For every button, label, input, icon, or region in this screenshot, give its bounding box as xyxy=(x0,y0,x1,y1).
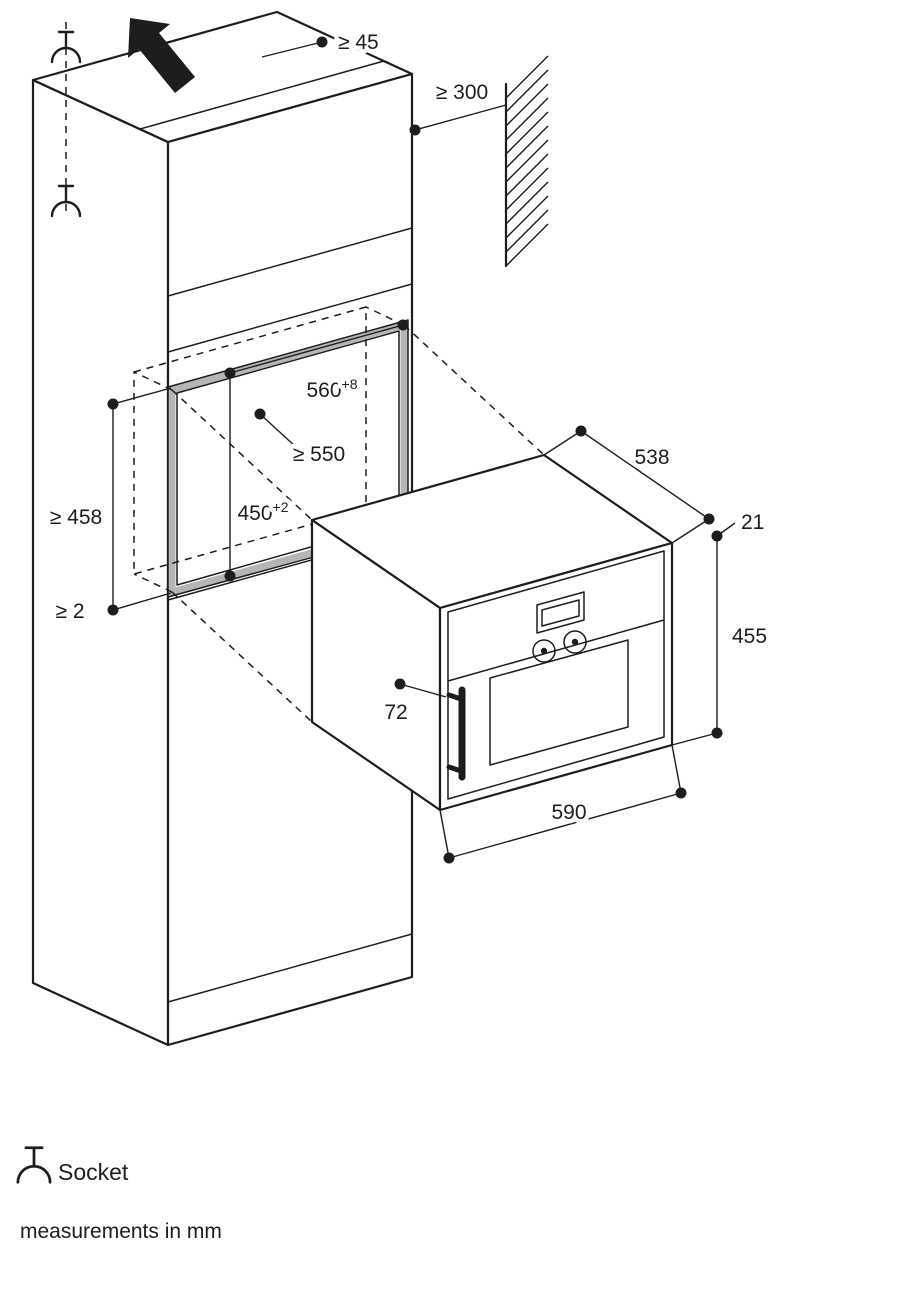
oven-door-handle xyxy=(446,686,466,781)
oven-door-outline xyxy=(447,550,665,800)
svg-text:≥ 550: ≥ 550 xyxy=(293,443,345,466)
oven-knob-right xyxy=(563,630,587,654)
up-arrow-icon xyxy=(128,18,195,93)
legend: Socket measurements in mm xyxy=(16,1146,222,1243)
tall-cabinet xyxy=(31,10,414,1047)
oven-door-window xyxy=(489,639,629,766)
dimensions: ≥ 45 ≥ 300 560+8 ≥ 550 450+2 xyxy=(45,27,772,864)
dim-wall-clearance: ≥ 300 xyxy=(409,77,507,136)
dim-niche-depth: ≥ 550 xyxy=(254,408,350,471)
socket-icon xyxy=(16,1146,52,1184)
svg-text:72: 72 xyxy=(384,701,407,724)
dim-top-clearance: ≥ 45 xyxy=(261,27,383,59)
cabinet-plinth-line xyxy=(167,933,413,1003)
units-note: measurements in mm xyxy=(20,1220,222,1243)
svg-text:455: 455 xyxy=(732,625,767,648)
oven xyxy=(310,453,674,812)
dim-appliance-height: 455 xyxy=(671,536,772,746)
cabinet-vent-slot xyxy=(139,60,413,143)
svg-text:≥ 458: ≥ 458 xyxy=(50,506,102,529)
dim-handle-clearance: 72 xyxy=(380,678,447,729)
dim-front-overhang: 21 xyxy=(711,507,769,542)
svg-text:538: 538 xyxy=(634,446,669,469)
svg-text:≥ 45: ≥ 45 xyxy=(338,31,379,54)
socket-icon xyxy=(50,30,82,64)
oven-knob-left xyxy=(532,639,556,663)
svg-text:≥ 2: ≥ 2 xyxy=(55,600,84,623)
dim-left-height: ≥ 458 xyxy=(45,387,172,616)
svg-text:590: 590 xyxy=(551,801,586,824)
wall-section xyxy=(504,55,549,268)
oven-display xyxy=(536,591,585,634)
socket-position-markers xyxy=(50,22,82,218)
svg-text:≥ 300: ≥ 300 xyxy=(436,81,488,104)
socket-legend-label: Socket xyxy=(58,1159,129,1185)
cabinet-side-panel xyxy=(31,78,170,1047)
svg-text:21: 21 xyxy=(741,511,764,534)
dim-appliance-depth: 538 xyxy=(543,425,715,544)
dim-bottom-gap: ≥ 2 xyxy=(51,596,89,628)
dim-appliance-width: 590 xyxy=(439,744,687,864)
